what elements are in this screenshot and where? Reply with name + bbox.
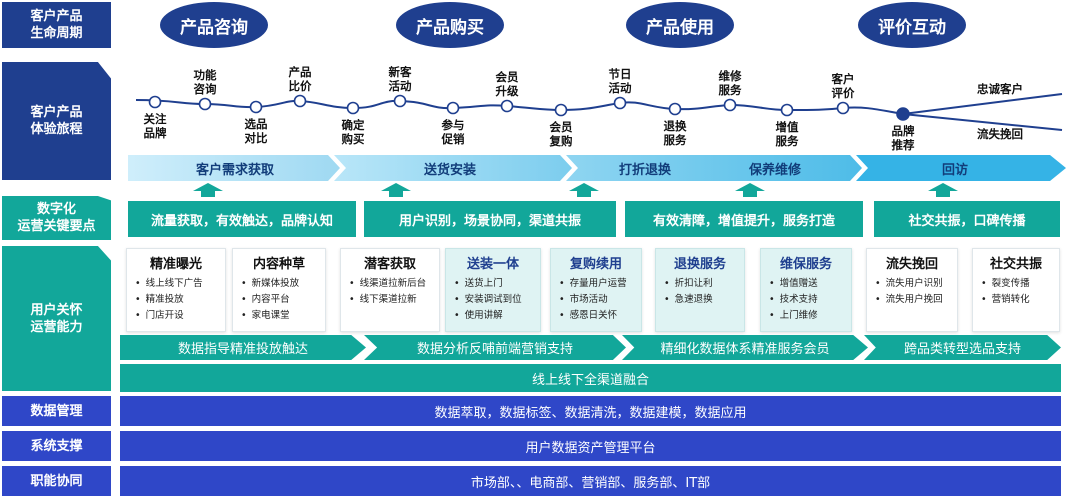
capability-3: 精细化数据体系精准服务会员 [622,335,868,360]
journey-node-label: 新客 活动 [388,65,412,93]
journey-node-label: 关注 品牌 [143,112,167,140]
card-social: 社交共振 裂变传播营销转化 [972,248,1060,332]
stage-segment-1 [128,155,340,181]
journey-node-label: 客户 评价 [831,72,855,100]
journey-node-label: 品牌 推荐 [891,124,915,152]
stage-bar [128,155,1066,181]
journey-node [346,101,360,115]
journey-node-label: 会员 升级 [495,70,519,98]
key-point-3: 有效清障，增值提升，服务打造 [625,201,863,237]
capability-1: 数据指导精准投放触达 [120,335,366,360]
up-arrow-icon [381,183,411,197]
journey-node [668,102,682,116]
up-arrow-icon [928,183,958,197]
data-mgmt-bar: 数据萃取，数据标签、数据清洗，数据建模，数据应用 [120,396,1061,426]
card-content: 内容种草 新媒体投放内容平台家电课堂 [232,248,326,332]
journey-node-label: 维修 服务 [718,69,742,97]
label-data-mgmt: 数据管理 [2,396,111,426]
card-exposure: 精准曝光 线上线下广告精准投放门店开设 [126,248,226,332]
journey-node-label: 确定 购买 [341,118,365,146]
stage-revisit: 回访 [941,162,968,178]
capability-4: 跨品类转型选品支持 [864,335,1061,360]
phase-review: 评价互动 [858,2,966,48]
journey-node [896,107,910,121]
card-winback: 流失挽回 流失用户识别流失用户挽回 [866,248,958,332]
journey-node-label: 增值 服务 [775,120,799,148]
journey-node-label: 会员 复购 [549,120,573,148]
phase-use: 产品使用 [626,2,734,48]
journey-node-label: 节日 活动 [608,67,632,95]
card-lead-acquisition: 潜客获取 线渠道拉新后台线下渠道拉新 [340,248,440,332]
branch-lost: 流失挽回 [977,127,1023,141]
journey-node [554,103,568,117]
journey-node-label: 产品 比价 [288,65,312,93]
up-arrow-icon [735,183,765,197]
journey-node [293,94,307,108]
label-function: 职能协同 [2,466,111,496]
label-lifecycle: 客户产品 生命周期 [2,2,111,48]
journey-node [198,97,212,111]
label-system: 系统支撑 [2,431,111,461]
function-bar: 市场部、、电商部、营销部、服务部、IT部 [120,466,1061,496]
stage-return: 打折退换 [618,162,671,178]
journey-node [723,98,737,112]
card-delivery-install: 送装一体 送货上门安装调试到位使用讲解 [445,248,541,332]
up-arrow-icon [193,183,223,197]
stage-segment-3 [566,155,862,181]
omni-channel-bar: 线上线下全渠道融合 [120,364,1061,392]
card-maintenance: 维保服务 增值赠送技术支持上门维修 [760,248,852,332]
stage-maintain: 保养维修 [748,162,801,178]
capability-2: 数据分析反哺前端营销支持 [364,335,626,360]
journey-node-label: 参与 促销 [441,118,465,146]
journey-node [148,95,162,109]
system-bar: 用户数据资产管理平台 [120,431,1061,461]
label-ops-points: 数字化 运营关键要点 [2,196,111,240]
journey-node [836,101,850,115]
journey-node [249,100,263,114]
key-point-1: 流量获取，有效触达，品牌认知 [128,201,356,237]
up-arrow-icon [569,183,599,197]
journey-node [780,103,794,117]
label-journey: 客户产品 体验旅程 [2,62,111,180]
journey-node-label: 功能 咨询 [193,68,217,96]
phase-purchase: 产品购买 [396,2,504,48]
journey-node-label: 选品 对比 [244,117,268,145]
journey-node [393,94,407,108]
journey-node [446,101,460,115]
stage-demand: 客户需求获取 [195,162,274,178]
journey-node [500,99,514,113]
journey-node-label: 退换 服务 [663,119,687,147]
stage-segment-2 [334,155,572,181]
stage-delivery: 送货安装 [423,162,476,178]
key-point-4: 社交共振，口碑传播 [874,201,1060,237]
journey-node [613,96,627,110]
card-return-service: 退换服务 折扣让利急速退换 [655,248,745,332]
branch-loyal: 忠诚客户 [977,82,1023,96]
phase-consult: 产品咨询 [160,2,268,48]
card-repurchase: 复购续用 存量用户运营市场活动感恩日关怀 [550,248,642,332]
label-care: 用户关怀 运营能力 [2,246,111,391]
journey-curve [135,93,1063,131]
stage-segment-4 [856,155,1066,181]
key-point-2: 用户识别，场景协同，渠道共振 [364,201,616,237]
